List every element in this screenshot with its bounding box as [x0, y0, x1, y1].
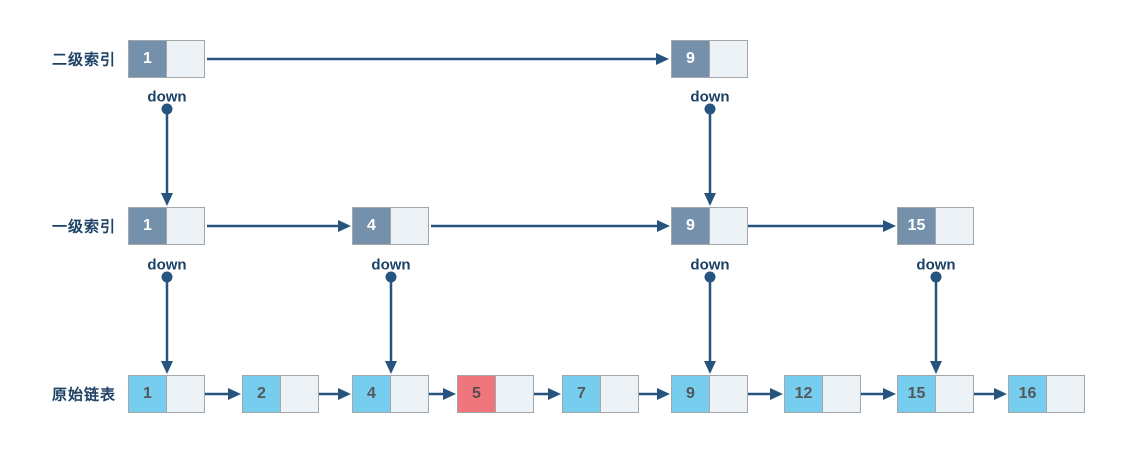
node-pointer-cell [709, 375, 748, 413]
node-level1-index-15: 15 [897, 207, 974, 245]
node-level2-index-9: 9 [671, 40, 748, 78]
node-pointer-cell [390, 375, 429, 413]
node-original-list-4: 4 [352, 375, 429, 413]
node-value-cell: 12 [784, 375, 823, 413]
node-value-cell: 7 [562, 375, 601, 413]
down-label-down-l2-1: down [147, 88, 187, 106]
node-pointer-cell [822, 375, 861, 413]
arrowhead-l2-1-to-9 [656, 53, 669, 65]
arrowhead-list-2-to-4 [338, 388, 351, 400]
down-label-down-l1-1: down [147, 256, 187, 274]
arrowhead-list-1-to-2 [228, 388, 241, 400]
node-pointer-cell [390, 207, 429, 245]
node-pointer-cell [935, 375, 974, 413]
down-arrowhead-down-l1-9 [704, 361, 716, 374]
node-level1-index-9: 9 [671, 207, 748, 245]
node-original-list-15: 15 [897, 375, 974, 413]
node-value-cell: 4 [352, 207, 391, 245]
node-level1-index-1: 1 [128, 207, 205, 245]
node-pointer-cell [166, 207, 205, 245]
node-original-list-7: 7 [562, 375, 639, 413]
down-label-down-l1-9: down [690, 256, 730, 274]
node-value-cell: 1 [128, 207, 167, 245]
node-level2-index-1: 1 [128, 40, 205, 78]
row-label-original-list: 原始链表 [51, 386, 116, 404]
node-pointer-cell [166, 375, 205, 413]
down-arrowhead-down-l2-1 [161, 193, 173, 206]
arrowhead-l1-9-to-15 [883, 220, 896, 232]
node-value-cell: 15 [897, 375, 936, 413]
node-original-list-5: 5 [457, 375, 534, 413]
node-value-cell: 9 [671, 207, 710, 245]
node-value-cell: 15 [897, 207, 936, 245]
node-value-cell: 4 [352, 375, 391, 413]
node-value-cell: 2 [242, 375, 281, 413]
down-arrowhead-down-l1-4 [385, 361, 397, 374]
arrowhead-list-4-to-5 [443, 388, 456, 400]
arrowhead-list-9-to-12 [770, 388, 783, 400]
node-value-cell: 16 [1008, 375, 1047, 413]
node-value-cell: 1 [128, 40, 167, 78]
down-arrowhead-down-l2-9 [704, 193, 716, 206]
down-label-down-l1-4: down [371, 256, 411, 274]
node-value-cell: 9 [671, 40, 710, 78]
arrowhead-l1-1-to-4 [338, 220, 351, 232]
down-arrowhead-down-l1-15 [930, 361, 942, 374]
node-pointer-cell [600, 375, 639, 413]
node-pointer-cell [935, 207, 974, 245]
down-arrowhead-down-l1-1 [161, 361, 173, 374]
row-label-level1-index: 一级索引 [51, 218, 116, 236]
node-value-cell: 9 [671, 375, 710, 413]
down-label-down-l2-9: down [690, 88, 730, 106]
row-label-level2-index: 二级索引 [51, 51, 116, 69]
node-original-list-9: 9 [671, 375, 748, 413]
node-original-list-2: 2 [242, 375, 319, 413]
node-value-cell: 5 [457, 375, 496, 413]
down-label-down-l1-15: down [916, 256, 956, 274]
node-pointer-cell [709, 40, 748, 78]
node-level1-index-4: 4 [352, 207, 429, 245]
node-pointer-cell [280, 375, 319, 413]
node-pointer-cell [709, 207, 748, 245]
arrowhead-l1-4-to-9 [657, 220, 670, 232]
arrowhead-list-7-to-9 [657, 388, 670, 400]
node-original-list-1: 1 [128, 375, 205, 413]
node-pointer-cell [1046, 375, 1085, 413]
arrowhead-list-15-to-16 [994, 388, 1007, 400]
node-value-cell: 1 [128, 375, 167, 413]
arrowhead-list-5-to-7 [548, 388, 561, 400]
node-pointer-cell [495, 375, 534, 413]
node-original-list-16: 16 [1008, 375, 1085, 413]
node-original-list-12: 12 [784, 375, 861, 413]
node-pointer-cell [166, 40, 205, 78]
arrowhead-list-12-to-15 [883, 388, 896, 400]
